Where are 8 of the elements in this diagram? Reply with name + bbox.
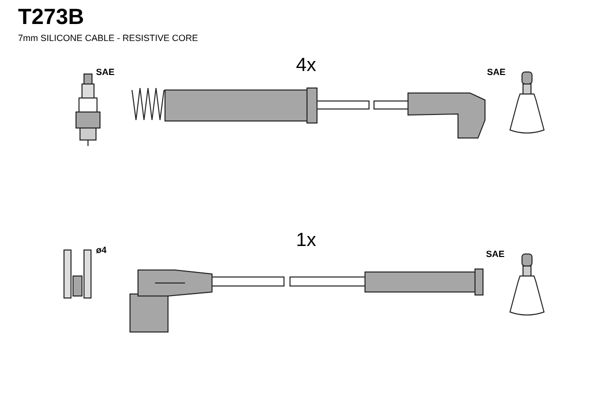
diameter-label: ø4 xyxy=(96,246,107,255)
quantity-label: 1x xyxy=(296,231,316,250)
part-number-title: T273B xyxy=(18,6,84,28)
cable-spec-note: 7mm SILICONE CABLE - RESISTIVE CORE xyxy=(18,34,198,43)
terminal-type-label: SAE xyxy=(486,250,505,259)
terminal-type-label: SAE xyxy=(96,68,115,77)
terminal-type-label: SAE xyxy=(487,68,506,77)
quantity-label: 4x xyxy=(296,56,316,75)
